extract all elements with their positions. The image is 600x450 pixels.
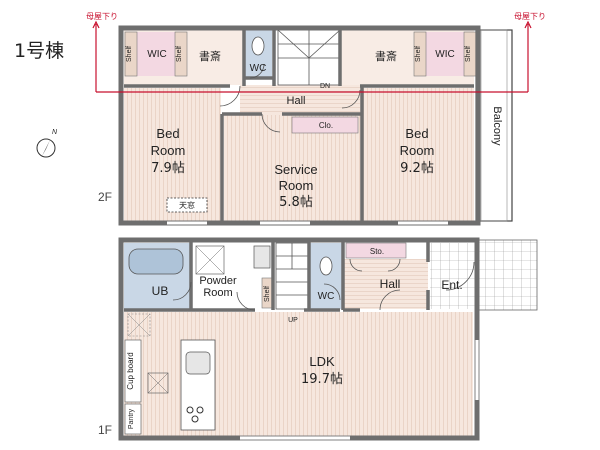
entrance-label: Ent.: [441, 278, 462, 292]
toilet-2f-icon: [251, 36, 265, 56]
powder-room-line2: Room: [203, 287, 232, 299]
study-right-label: 書斎: [375, 49, 397, 63]
service-room-line2: Room: [279, 178, 314, 193]
hall-1f-floor: [342, 259, 428, 309]
roof-mark-left: 母屋下り: [86, 12, 118, 21]
shelf-left-a-label: Shelf: [126, 46, 133, 62]
shelf-right-b-label: Shelf: [465, 46, 472, 62]
storage-label: Sto.: [370, 247, 384, 256]
north-arrow-icon: N: [36, 129, 58, 158]
service-room-line1: Service: [274, 162, 317, 177]
washbasin-icon: [253, 245, 271, 269]
pantry-label: Pantry: [128, 408, 135, 429]
hall-1f-label: Hall: [380, 277, 401, 291]
shelf-left-a-box: [124, 31, 138, 77]
ldk-label: LDK: [309, 354, 335, 369]
walls-2f-inner: [124, 28, 474, 221]
wic-left-floor: [137, 32, 175, 76]
storage-box: [345, 242, 407, 259]
bed-room-right-line1: Bed: [405, 126, 428, 141]
fridge-space: [147, 372, 169, 394]
closet-2f-label: Clo.: [319, 121, 333, 130]
entrance-floor: [430, 243, 475, 309]
bed-room-left-line1: Bed: [156, 126, 179, 141]
second-floor: 母屋下り 母屋下り WIC Shelf Shelf 書斎 WC DN 書斎 Sh…: [86, 12, 546, 226]
wic-right-floor: [426, 32, 464, 76]
wc-2f-label: WC: [250, 63, 267, 74]
shelf-right-a-box: [413, 31, 427, 77]
walls-1f-outer: [118, 237, 480, 441]
pantry-box: [124, 403, 142, 435]
toilet-1f-icon: [319, 256, 333, 276]
floor-label-1f: 1F: [98, 423, 113, 437]
skylight-box: [166, 197, 208, 213]
bed-room-right-floor: [360, 88, 474, 221]
walls-2f-outer: [118, 25, 481, 226]
roof-slope-line: [92, 20, 532, 93]
doors-2f: [219, 63, 361, 133]
hall-2f-floor: [240, 85, 360, 115]
bed-room-left-line2: Room: [151, 143, 186, 158]
stairs-1f: [275, 242, 309, 310]
shelf-1f-label: Shelf: [264, 286, 271, 302]
powder-room-line1: Powder: [199, 275, 237, 287]
stairs-dn-label: DN: [320, 83, 330, 90]
washer-space: [195, 245, 225, 275]
walls-1f-inner: [124, 242, 430, 312]
bed-room-right-size: 9.2帖: [400, 161, 434, 176]
ub-label: UB: [152, 284, 169, 298]
ldk-size: 19.7帖: [301, 372, 343, 387]
wic-left-label: WIC: [147, 49, 166, 60]
wc-1f-label: WC: [318, 291, 335, 302]
closet-2f-box: [291, 116, 359, 134]
balcony-area: [475, 29, 513, 222]
study-left-label: 書斎: [199, 49, 221, 63]
bed-room-left-size: 7.9帖: [151, 161, 185, 176]
doors-1f: [172, 258, 475, 311]
first-floor: UB Powder Room Shelf WC Sto. Hall Ent. U…: [118, 237, 538, 441]
stove-icon: [186, 406, 204, 423]
svg-text:N: N: [52, 129, 58, 136]
building-label: 1号棟: [14, 40, 65, 62]
stairs-2f: [277, 29, 341, 86]
wc-1f-floor: [310, 243, 342, 309]
shelf-left-b-label: Shelf: [176, 46, 183, 62]
cupboard-label: Cup board: [126, 352, 135, 389]
floor-label-2f: 2F: [98, 190, 113, 204]
roof-mark-right: 母屋下り: [514, 12, 546, 21]
wic-right-label: WIC: [435, 49, 454, 60]
shelf-right-a-label: Shelf: [415, 46, 422, 62]
balcony-label: Balcony: [491, 106, 503, 146]
porch-tiles: [474, 239, 538, 311]
ldk-floor: [124, 312, 473, 436]
cupboard-box: [124, 339, 142, 403]
kitchen-sink-icon: [185, 351, 211, 375]
skylight-label: 天窓: [179, 200, 195, 210]
service-room-size: 5.8帖: [279, 195, 313, 210]
shelf-left-b-box: [174, 31, 188, 77]
bed-room-right-line2: Room: [400, 143, 435, 158]
hall-2f-label: Hall: [287, 95, 306, 107]
bathtub-icon: [128, 248, 184, 275]
stairs-up-label: UP: [288, 317, 298, 324]
